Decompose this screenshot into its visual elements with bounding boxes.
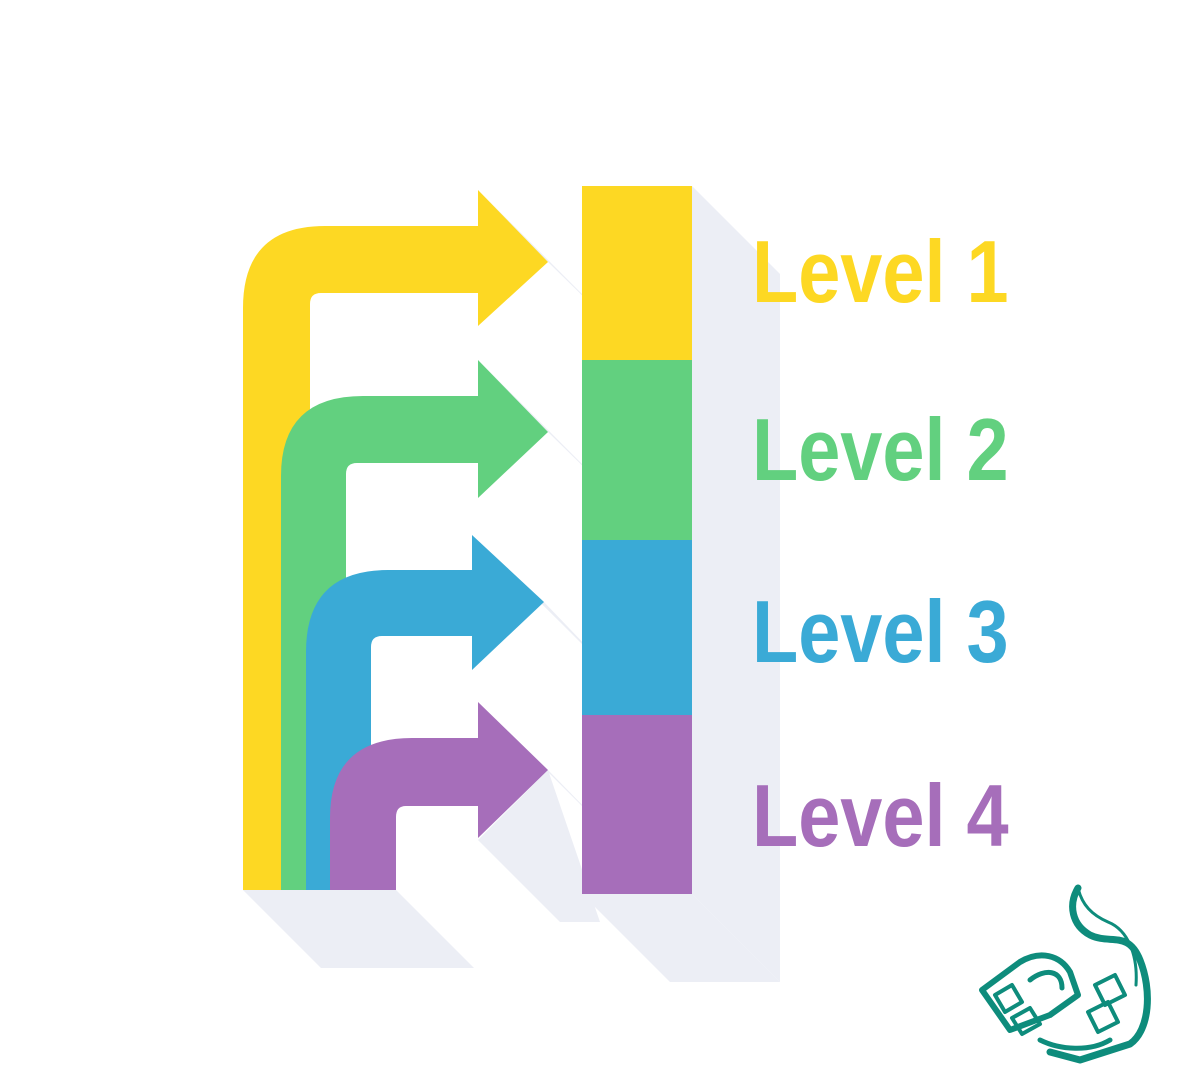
logo-stroke-loop xyxy=(979,952,1081,1033)
level-labels: Level 1 Level 2 Level 3 Level 4 xyxy=(752,224,1009,866)
logo-stroke-inner xyxy=(1076,886,1138,987)
logo-stroke-box-1 xyxy=(993,983,1024,1014)
column-shadow xyxy=(692,186,780,982)
logo-stroke-swash xyxy=(1027,970,1113,1051)
stem-base-shadow xyxy=(243,890,474,968)
arrow-level-4 xyxy=(330,702,548,890)
column-segment-level-3 xyxy=(582,540,692,715)
level-label-2: Level 2 xyxy=(752,402,1009,500)
level-label-1: Level 1 xyxy=(752,224,1009,322)
column-base-shadow xyxy=(582,894,780,982)
arrow-shadow-5 xyxy=(478,770,600,922)
logo-stroke-box-4 xyxy=(1086,1000,1120,1034)
level-column xyxy=(582,186,692,894)
arrows xyxy=(243,190,548,890)
level-label-4: Level 4 xyxy=(752,768,1009,866)
logo-stroke-box-3 xyxy=(1093,973,1127,1007)
calligraphy-logo xyxy=(979,884,1151,1064)
logo-stroke-box-2 xyxy=(1010,1006,1042,1036)
logo-stroke-tall xyxy=(1046,884,1151,1064)
column-segment-level-2 xyxy=(582,360,692,540)
column-segment-level-4 xyxy=(582,715,692,894)
column-segment-level-1 xyxy=(582,186,692,360)
arrow-level-2 xyxy=(281,360,548,890)
level-label-3: Level 3 xyxy=(752,584,1009,682)
